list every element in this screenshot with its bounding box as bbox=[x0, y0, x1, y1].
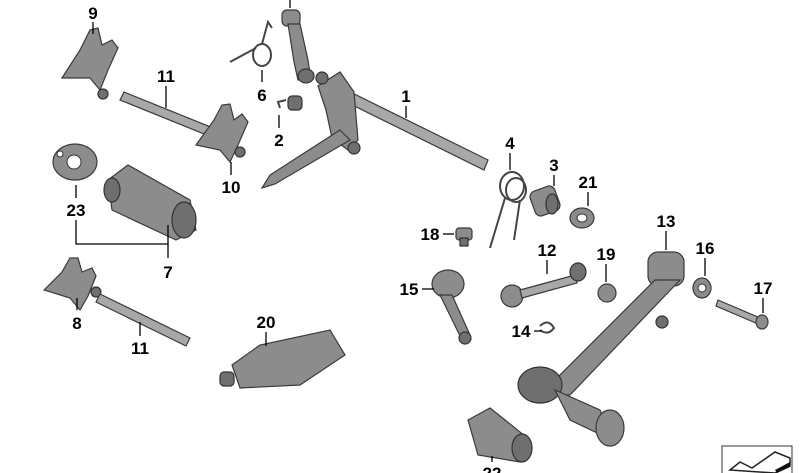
part-clip-14[interactable] bbox=[539, 321, 556, 334]
callout-21: 21 bbox=[579, 173, 598, 192]
callout-10: 10 bbox=[222, 178, 241, 197]
part-bush-19[interactable] bbox=[597, 283, 617, 303]
part-bushing-3[interactable] bbox=[528, 184, 561, 217]
callout-1: 1 bbox=[401, 87, 410, 106]
part-bolt-17[interactable] bbox=[715, 299, 769, 330]
callout-12: 12 bbox=[538, 241, 557, 260]
callout-19: 19 bbox=[597, 245, 616, 264]
part-shift-rod-11-bottom[interactable] bbox=[95, 293, 191, 347]
callout-2: 2 bbox=[274, 131, 283, 150]
part-shift-rod-11-top[interactable] bbox=[119, 91, 219, 139]
part-screw-18[interactable] bbox=[455, 227, 473, 247]
callout-23: 23 bbox=[67, 201, 86, 220]
callout-15: 15 bbox=[400, 280, 419, 299]
part-pedal-rubber-22[interactable] bbox=[467, 407, 533, 463]
orientation-icon bbox=[721, 445, 793, 473]
callout-14: 14 bbox=[512, 322, 531, 341]
callout-13: 13 bbox=[657, 212, 676, 231]
callout-6: 6 bbox=[257, 86, 266, 105]
part-shift-fork-9[interactable] bbox=[60, 27, 119, 100]
part-shift-fork-10[interactable] bbox=[194, 103, 249, 164]
callout-22: 22 bbox=[483, 464, 502, 473]
callout-3: 3 bbox=[549, 156, 558, 175]
callout-16: 16 bbox=[696, 239, 715, 258]
part-connecting-rod-12[interactable] bbox=[500, 262, 587, 308]
callout-4: 4 bbox=[505, 134, 515, 153]
part-grease-tube-20[interactable] bbox=[219, 329, 346, 389]
callout-20: 20 bbox=[257, 313, 276, 332]
part-spring-6[interactable] bbox=[229, 19, 273, 67]
part-plate-23[interactable] bbox=[52, 143, 98, 181]
part-shift-drum-7[interactable] bbox=[103, 164, 197, 241]
callout-lines bbox=[75, 0, 764, 462]
callout-17: 17 bbox=[754, 279, 773, 298]
part-return-spring-4[interactable] bbox=[489, 171, 527, 249]
part-washer-21[interactable] bbox=[569, 207, 595, 229]
callout-9: 9 bbox=[88, 4, 97, 23]
part-shift-pedal-13[interactable] bbox=[517, 251, 685, 447]
part-selector-lever[interactable] bbox=[281, 9, 315, 84]
callout-18: 18 bbox=[421, 225, 440, 244]
part-washer-16[interactable] bbox=[692, 277, 712, 299]
callout-7: 7 bbox=[163, 263, 172, 282]
part-shift-fork-8[interactable] bbox=[42, 257, 102, 312]
part-spring-2[interactable] bbox=[276, 95, 303, 111]
part-shift-shaft-1[interactable] bbox=[260, 71, 489, 190]
callout-11-bottom: 11 bbox=[131, 339, 149, 358]
callout-8: 8 bbox=[72, 314, 81, 333]
callout-11-top: 11 bbox=[157, 67, 175, 86]
part-lever-15[interactable] bbox=[431, 269, 472, 345]
